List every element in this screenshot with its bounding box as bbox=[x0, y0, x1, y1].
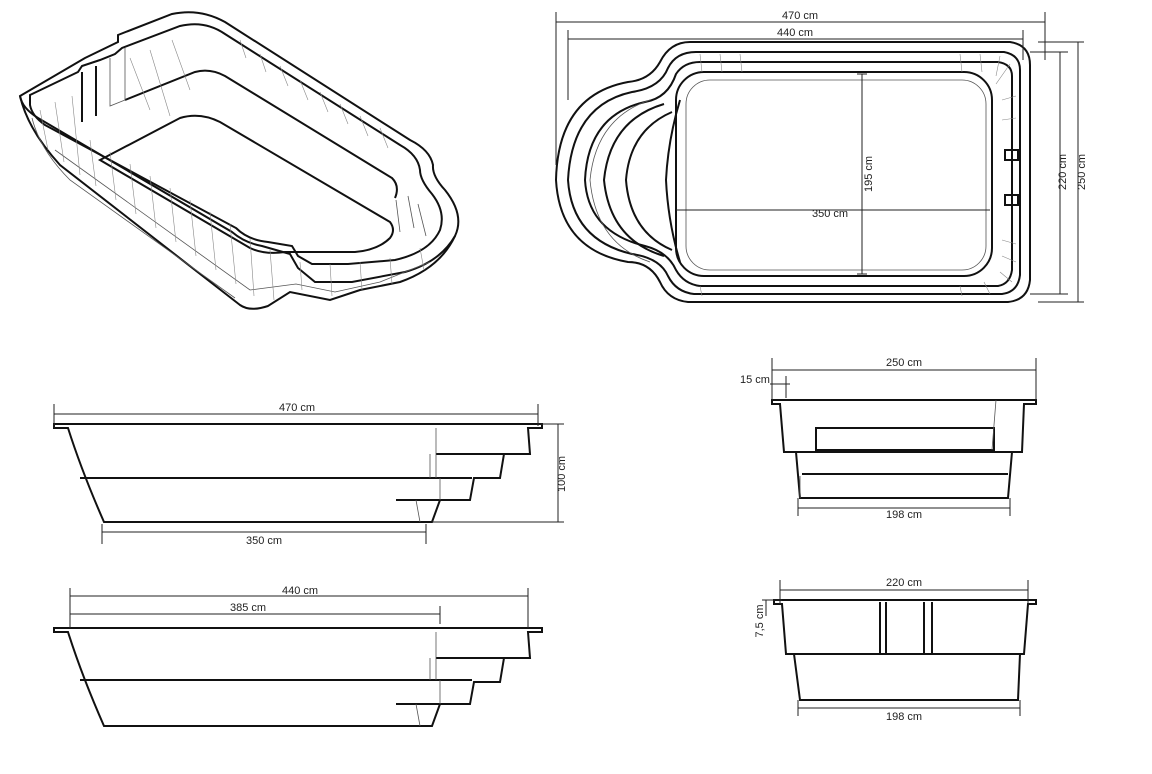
label-top-195: 195 cm bbox=[863, 156, 875, 192]
label-end1-250: 250 cm bbox=[886, 357, 922, 369]
end-elevation-2 bbox=[762, 580, 1037, 716]
label-side2-385: 385 cm bbox=[230, 602, 266, 614]
label-top-350: 350 cm bbox=[812, 208, 848, 220]
label-end2-220: 220 cm bbox=[886, 577, 922, 589]
label-side1-100: 100 cm bbox=[556, 456, 568, 492]
label-top-440: 440 cm bbox=[777, 27, 813, 39]
side-elevation-1 bbox=[53, 404, 564, 544]
label-end1-15: 15 cm bbox=[740, 374, 770, 386]
label-side1-470: 470 cm bbox=[279, 402, 315, 414]
end-elevation-1 bbox=[770, 358, 1037, 516]
top-plan-view bbox=[554, 12, 1084, 303]
label-top-470: 470 cm bbox=[782, 10, 818, 22]
label-end2-198: 198 cm bbox=[886, 711, 922, 723]
side-elevation-2 bbox=[53, 588, 543, 727]
label-side1-350: 350 cm bbox=[246, 535, 282, 547]
label-top-220: 220 cm bbox=[1057, 154, 1069, 190]
label-end2-7-5: 7,5 cm bbox=[754, 604, 766, 637]
label-end1-198: 198 cm bbox=[886, 509, 922, 521]
label-top-250: 250 cm bbox=[1076, 154, 1088, 190]
isometric-view bbox=[18, 11, 460, 310]
label-side2-440: 440 cm bbox=[282, 585, 318, 597]
